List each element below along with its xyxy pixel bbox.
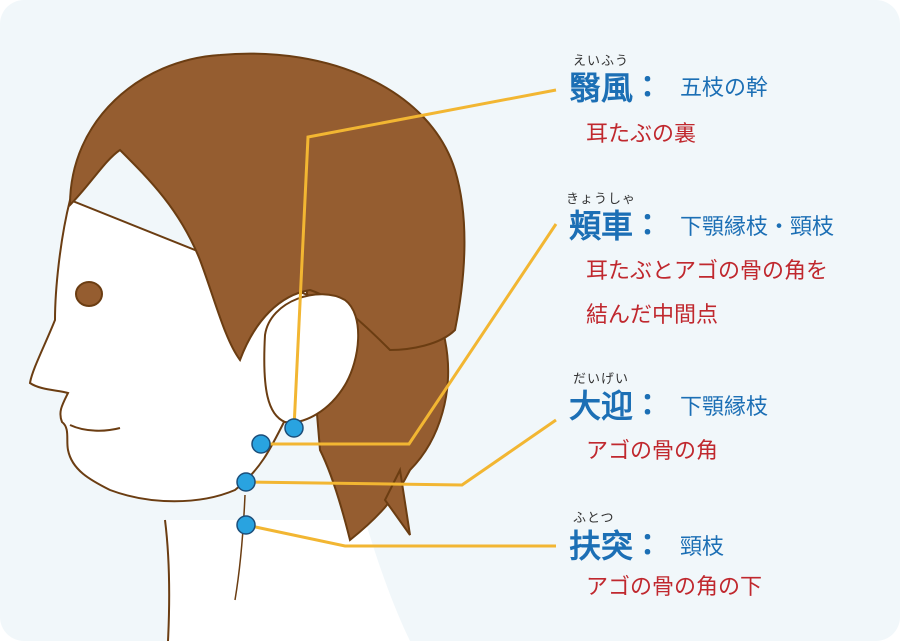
location-kyousha-1: 耳たぶとアゴの骨の角を [586, 259, 829, 284]
nerve-kyousha: 下顎縁枝・頸枝 [680, 215, 835, 240]
nerve-daigei: 下顎縁枝 [680, 395, 769, 420]
name-kyousha: 頬車 [569, 207, 634, 245]
location-kyousha-2: 結んだ中間点 [586, 303, 719, 328]
location-eifu-1: 耳たぶの裏 [586, 122, 697, 147]
mouth-line [69, 424, 121, 432]
point-kyousha [251, 434, 271, 454]
ruby-daigei: だいげい [573, 372, 630, 387]
point-eifu [284, 418, 304, 438]
hair-front [68, 52, 466, 363]
colon-eifu: ： [640, 69, 670, 104]
leader-line-futotsu [245, 523, 556, 548]
point-daigei [236, 472, 256, 492]
leader-line-kyousha [261, 223, 558, 446]
nerve-futotsu: 頸枝 [680, 535, 725, 560]
colon-daigei: ： [640, 387, 670, 422]
neck [165, 520, 410, 641]
leader-line-eifu [292, 88, 557, 429]
ruby-eifu: えいふう [573, 54, 630, 69]
colon-kyousha: ： [640, 207, 670, 242]
ruby-futotsu: ふとつ [573, 511, 615, 526]
eye [75, 281, 103, 307]
location-futotsu-1: アゴの骨の角の下 [586, 575, 763, 600]
nerve-eifu: 五枝の幹 [680, 76, 769, 101]
name-futotsu: 扶突 [569, 527, 634, 565]
location-daigei-1: アゴの骨の角 [586, 439, 719, 464]
ruby-kyousha: きょうしゃ [566, 192, 637, 207]
name-eifu: 翳風 [569, 69, 634, 107]
throat-line [234, 494, 246, 601]
ear [263, 293, 360, 424]
colon-futotsu: ： [640, 527, 670, 562]
leader-line-daigei [245, 418, 557, 487]
neck-front-line [164, 519, 171, 641]
point-futotsu [236, 515, 256, 535]
name-daigei: 大迎 [569, 387, 634, 425]
